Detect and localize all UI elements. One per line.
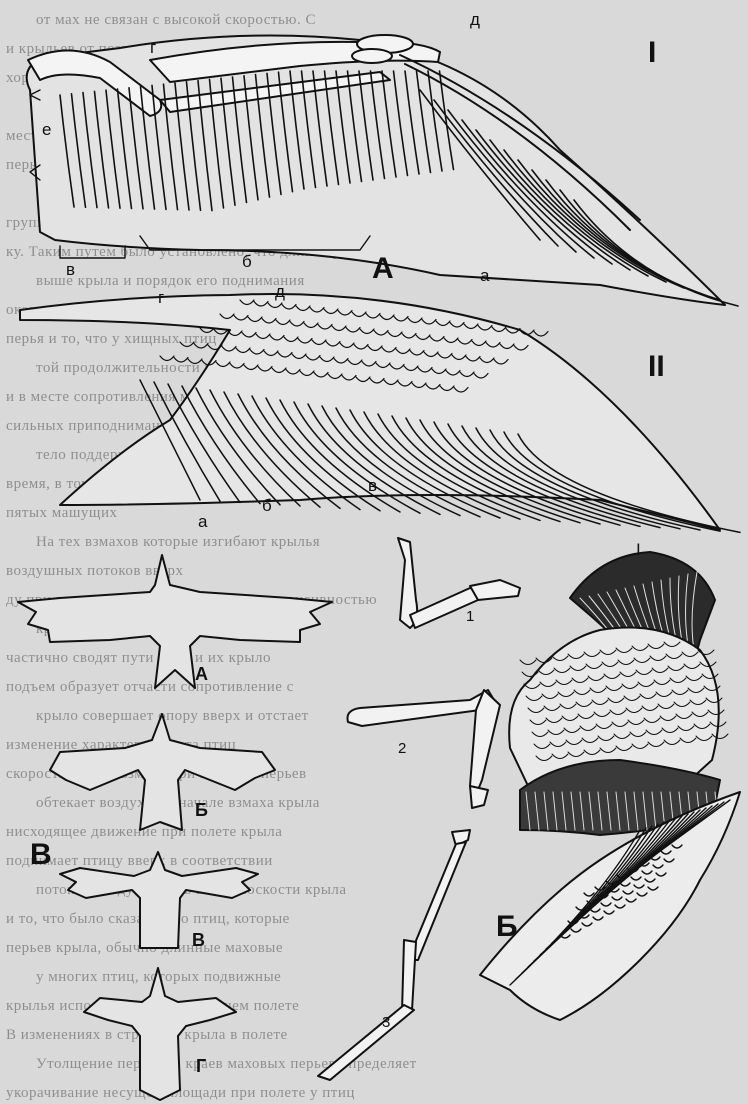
figure-label-A: А <box>372 252 394 286</box>
silhouette-label-B: Б <box>195 800 208 821</box>
roman-numeral-two: II <box>648 350 665 384</box>
figure-label-B: Б <box>496 910 518 944</box>
label-v-top: в <box>66 260 75 280</box>
label-d-lower: д <box>275 282 285 302</box>
figure-label-V: В <box>30 838 52 872</box>
covert-feather <box>188 359 202 364</box>
label-g-top: г <box>150 38 156 58</box>
label-v-lower: в <box>368 476 377 496</box>
label-d-top: д <box>470 10 480 30</box>
label-g-lower: г <box>158 288 164 308</box>
bone-label-1: 1 <box>466 608 474 625</box>
covert-feather <box>180 342 194 347</box>
bird-silhouettes <box>18 555 332 1100</box>
silhouette-label-A: А <box>195 664 208 685</box>
bone-label-3: 3 <box>382 1014 390 1031</box>
covert-feather <box>194 344 208 349</box>
label-e-top: е <box>42 120 51 140</box>
label-b-top: б <box>242 252 252 272</box>
silhouette-label-G: Г <box>196 1056 206 1077</box>
scale-feather <box>520 660 536 665</box>
covert-feather <box>534 332 548 337</box>
roman-numeral-one: I <box>648 36 656 70</box>
label-a-lower: а <box>198 512 207 532</box>
covert-feather <box>160 356 174 361</box>
silhouette-label-V: В <box>192 930 205 951</box>
covert-feather <box>174 358 188 363</box>
wing-bones <box>318 538 520 1080</box>
label-i-small: I <box>636 540 641 560</box>
wing-feather-drawings <box>480 552 740 1020</box>
wing-feather-diagram <box>20 294 740 532</box>
bone-label-2: 2 <box>398 740 406 757</box>
label-b-lower: б <box>262 496 272 516</box>
label-a-top: а <box>480 266 489 286</box>
